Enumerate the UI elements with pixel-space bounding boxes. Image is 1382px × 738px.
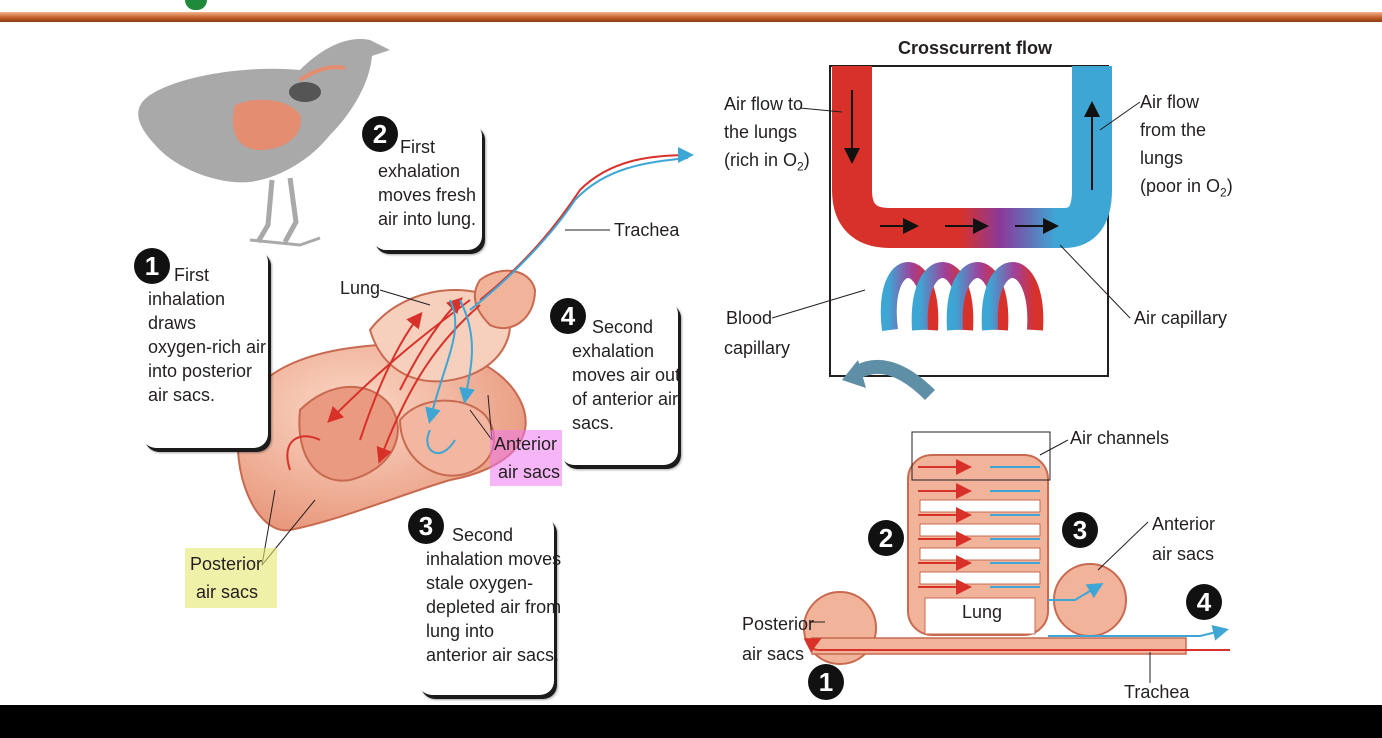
schematic-number-2: 2 [868, 520, 904, 556]
step-4-line-1: Second [592, 317, 654, 337]
schematic-anterior-line-2: air sacs [1152, 544, 1215, 564]
step-3-line-1: Second [452, 525, 514, 545]
step-4-number: 4 [550, 298, 586, 334]
step-4-line-4: of anterior air [572, 389, 679, 409]
bird-silhouette [138, 39, 390, 247]
step-4-line-2: exhalation [572, 341, 655, 361]
schematic-posterior-line-2: air sacs [742, 644, 805, 664]
trachea-label: Trachea [614, 220, 680, 240]
anterior-highlight [490, 430, 562, 486]
bottom-black-bar [0, 705, 1382, 738]
schematic-trachea-label: Trachea [1124, 682, 1190, 702]
air-flow-to-line-2: the lungs [724, 122, 798, 142]
air-flow-from-line-1: Air flow [1140, 92, 1200, 112]
step-1-line-3: draws [148, 313, 197, 333]
step-4-line-5: sacs. [572, 413, 615, 433]
air-flow-from-line-2: from the [1140, 120, 1207, 140]
step-3-box [418, 515, 554, 695]
step-2-line-2: exhalation [378, 161, 461, 181]
step-1-box [142, 248, 268, 448]
step-2-line-4: air into lung. [378, 209, 477, 229]
posterior-air-sacs-line-1: Posterior [190, 554, 263, 574]
blood-capillary-line-2: capillary [724, 338, 791, 358]
anterior-air-sacs-line-2: air sacs [498, 462, 561, 482]
posterior-highlight [185, 548, 277, 608]
air-flow-to-line-3: (rich in O2) [724, 150, 810, 174]
schematic-posterior-line-1: Posterior [742, 614, 815, 634]
step-1-line-1: First [174, 265, 209, 285]
air-sacs-illustration [236, 147, 694, 566]
air-channels-label: Air channels [1070, 428, 1170, 448]
air-flow-from-line-3: lungs [1140, 148, 1184, 168]
schematic-number-4: 4 [1186, 584, 1222, 620]
air-capillary-label: Air capillary [1134, 308, 1228, 328]
top-green-tab [185, 0, 207, 10]
step-1-number: 1 [134, 248, 170, 284]
step-2-number: 2 [362, 116, 398, 152]
top-border-bar [0, 12, 1382, 22]
posterior-air-sacs-line-2: air sacs [196, 582, 259, 602]
air-flow-from-line-4: (poor in O2) [1140, 176, 1233, 200]
air-flow-to-line-1: Air flow to [724, 94, 804, 114]
crosscurrent-title: Crosscurrent flow [898, 38, 1053, 58]
step-1-line-4: oxygen-rich air [148, 337, 267, 357]
step-4-line-3: moves air out [572, 365, 681, 385]
step-3-number: 3 [408, 508, 444, 544]
anterior-air-sacs-line-1: Anterior [494, 434, 558, 454]
step-1-line-5: into posterior [148, 361, 253, 381]
step-2-line-1: First [400, 137, 435, 157]
schematic-lung-label: Lung [962, 602, 1003, 622]
step-1-line-2: inhalation [148, 289, 226, 309]
step-2-line-3: moves fresh [378, 185, 477, 205]
step-3-line-6: anterior air sacs. [426, 645, 560, 665]
step-1-line-6: air sacs. [148, 385, 216, 405]
schematic-anterior-line-1: Anterior [1152, 514, 1216, 534]
blood-capillary-line-1: Blood [726, 308, 773, 328]
schematic-diagram [803, 431, 1230, 683]
lung-label: Lung [340, 278, 381, 298]
step-3-line-4: depleted air from [426, 597, 562, 617]
step-3-line-2: inhalation moves [426, 549, 562, 569]
crosscurrent-panel [771, 65, 1141, 401]
step-3-line-5: lung into [426, 621, 495, 641]
step-3-line-3: stale oxygen- [426, 573, 534, 593]
schematic-number-1: 1 [808, 664, 844, 700]
schematic-number-3: 3 [1062, 512, 1098, 548]
